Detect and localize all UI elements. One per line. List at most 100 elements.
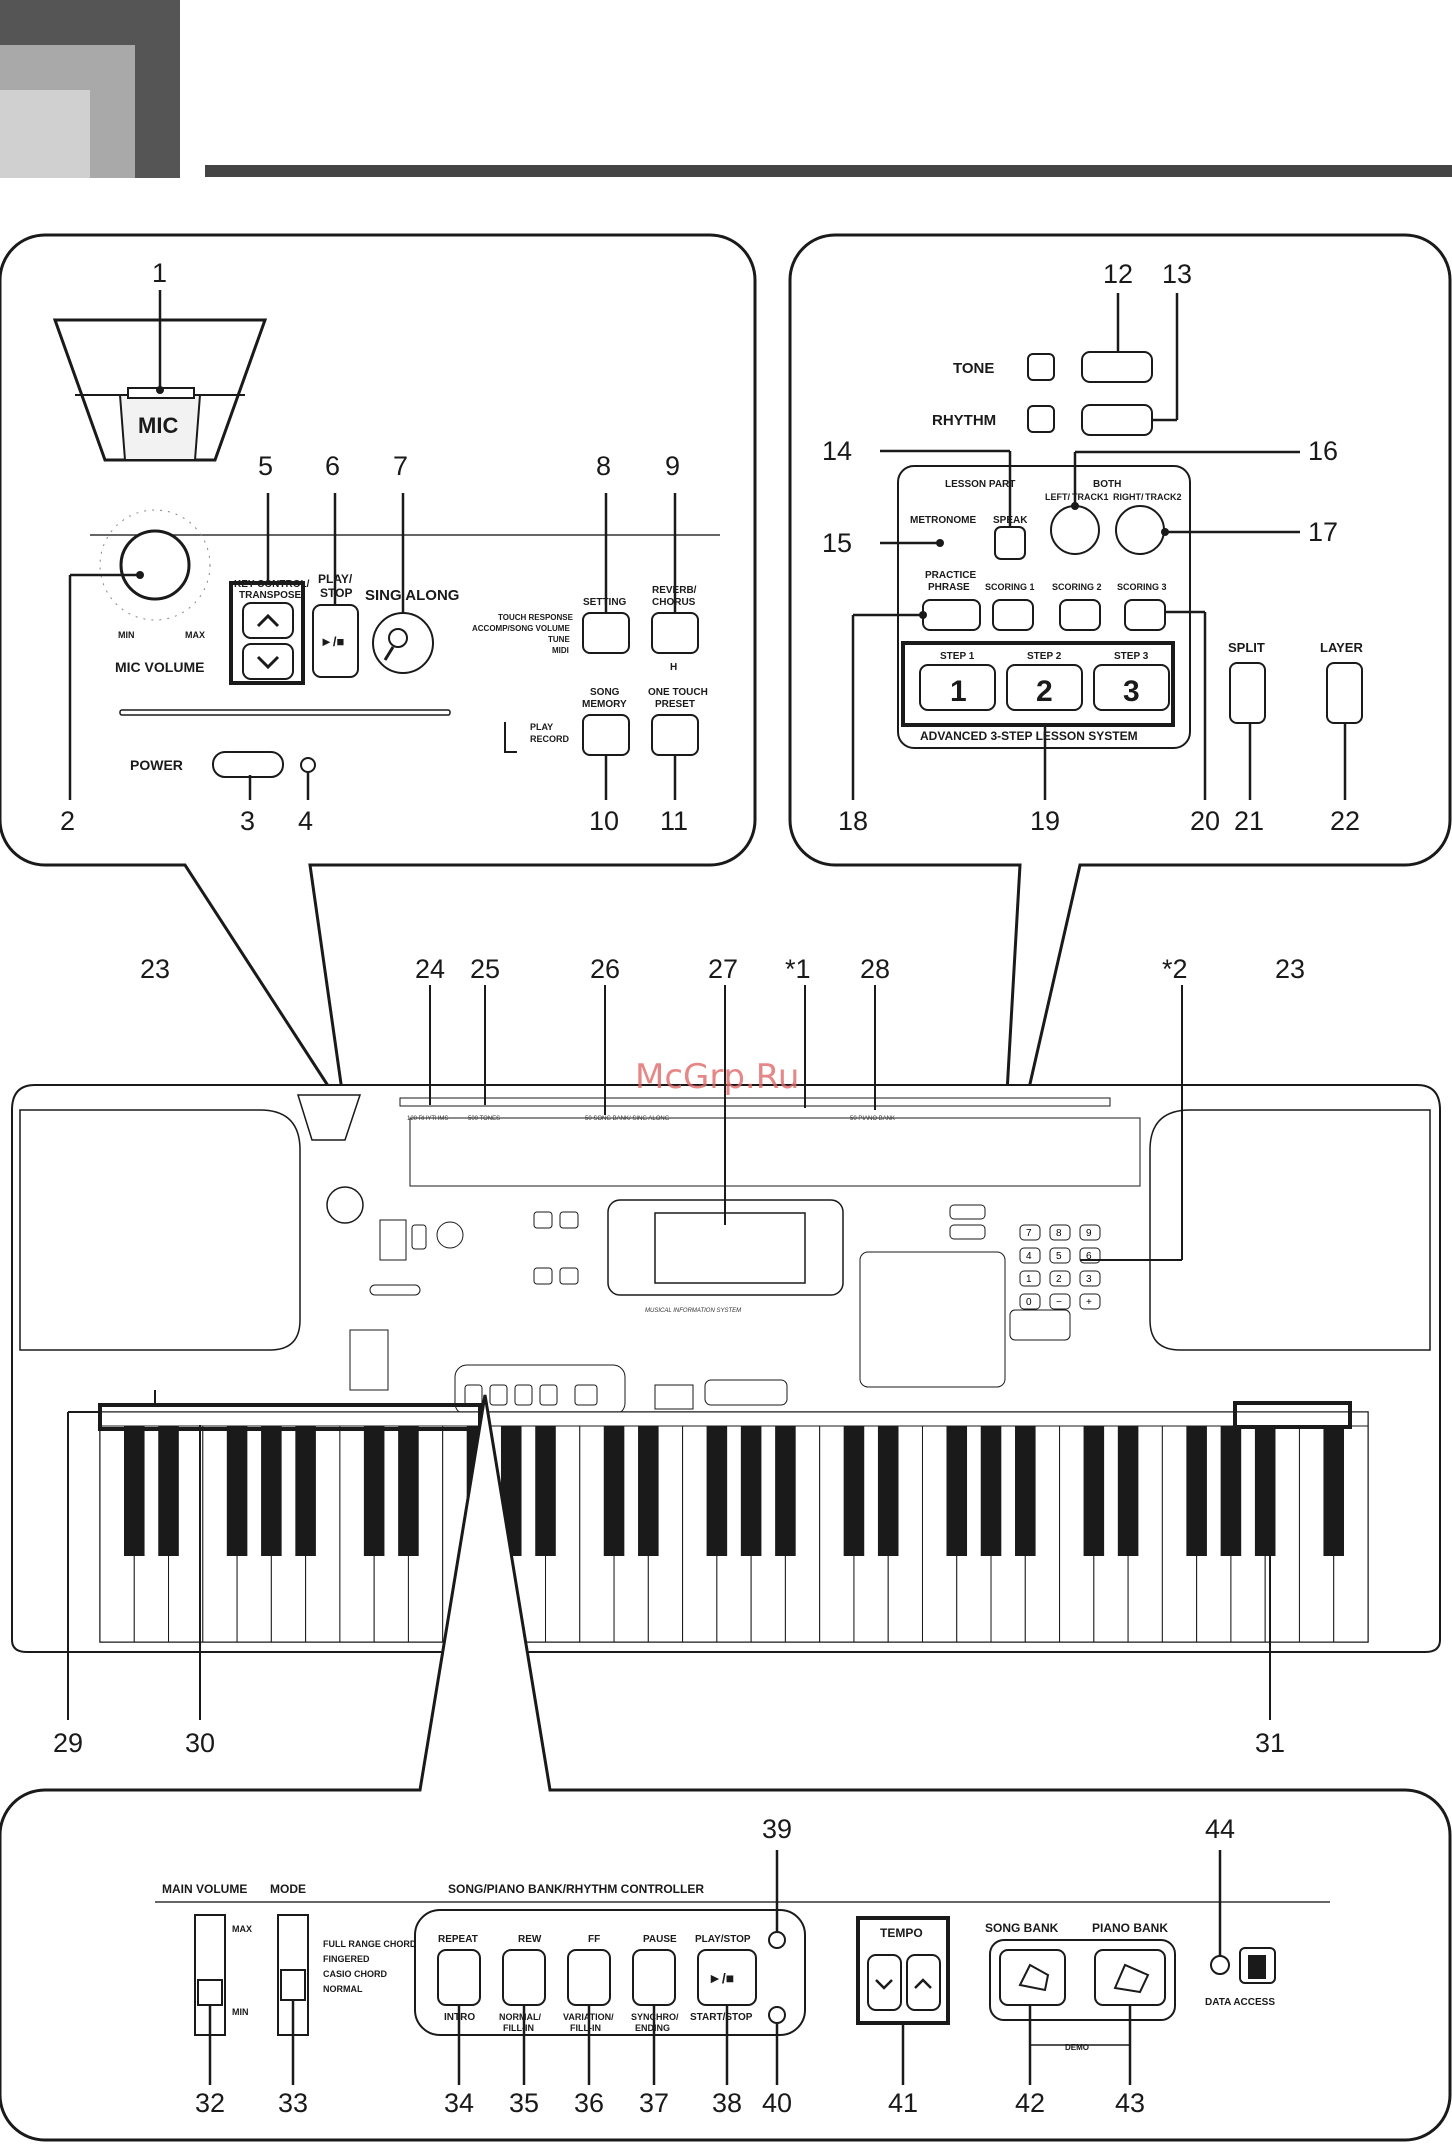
numpad-key — [1049, 1224, 1071, 1241]
tempo-label: TEMPO — [880, 1926, 923, 1940]
top-right-labels: TONE RHYTHM LESSON PART BOTH LEFT/ TRACK… — [910, 360, 1363, 743]
black-key — [226, 1426, 248, 1556]
numpad-key — [1079, 1224, 1101, 1241]
numpad-key-label: 5 — [1056, 1251, 1062, 1262]
callout-20: 20 — [1190, 806, 1220, 836]
callout-6: 6 — [325, 451, 340, 481]
synchro-label-1: SYNCHRO/ — [631, 2012, 679, 2022]
main-volume-label: MAIN VOLUME — [162, 1882, 247, 1896]
normal-fill-label-2: FILL-IN — [503, 2023, 534, 2033]
play-stop-label-1: PLAY/ — [318, 572, 353, 586]
callout-26: 26 — [590, 954, 620, 984]
black-key — [1323, 1426, 1345, 1556]
numpad-key — [1019, 1224, 1041, 1241]
numpad-key — [1049, 1293, 1071, 1310]
black-key — [1220, 1426, 1242, 1556]
numpad-key — [1079, 1293, 1101, 1310]
callout-24: 24 — [415, 954, 445, 984]
numpad-key — [1019, 1270, 1041, 1287]
callout-34: 34 — [444, 2088, 474, 2118]
white-keys — [99, 1425, 1369, 1643]
callout-43: 43 — [1115, 2088, 1145, 2118]
black-key — [363, 1426, 385, 1556]
black-key — [1083, 1426, 1105, 1556]
synchro-label-2: ENDING — [635, 2023, 670, 2033]
black-key — [1015, 1426, 1036, 1556]
callout-4: 4 — [298, 806, 313, 836]
piano-bank-label: 50 PIANO BANK — [850, 1116, 895, 1122]
numpad-key — [1079, 1270, 1101, 1287]
scoring1-label: SCORING 1 — [985, 582, 1035, 592]
mode-option-4: NORMAL — [323, 1984, 363, 1994]
callout-3: 3 — [240, 806, 255, 836]
callout-19: 19 — [1030, 806, 1060, 836]
black-key — [603, 1426, 625, 1556]
callout-8: 8 — [596, 451, 611, 481]
callout-5: 5 — [258, 451, 273, 481]
play-stop-bottom-icon: ►/■ — [708, 1970, 734, 1986]
play-stop-bottom-label: PLAY/STOP — [695, 1934, 751, 1945]
callout-30: 30 — [185, 1728, 215, 1758]
mic-max-label: MAX — [185, 630, 205, 640]
both-label: BOTH — [1093, 479, 1121, 490]
setting-label: SETTING — [583, 597, 627, 608]
key-control-label-1: KEY CONTROL/ — [234, 579, 310, 590]
callout-13: 13 — [1162, 259, 1192, 289]
callout-35: 35 — [509, 2088, 539, 2118]
callout-29: 29 — [53, 1728, 83, 1758]
mic-min-label: MIN — [118, 630, 135, 640]
callout-32: 32 — [195, 2088, 225, 2118]
mic-label: MIC — [138, 413, 178, 438]
one-touch-label-1: ONE TOUCH — [648, 687, 708, 698]
step2-label: STEP 2 — [1027, 651, 1062, 662]
callout-10: 10 — [589, 806, 619, 836]
numpad-key-label: + — [1086, 1297, 1092, 1308]
bottom-labels: MAIN VOLUME MODE MAX MIN FULL RANGE CHOR… — [162, 1882, 1275, 2052]
numpad-key-label: 4 — [1026, 1251, 1032, 1262]
scoring2-label: SCORING 2 — [1052, 582, 1102, 592]
practice-label-2: PHRASE — [928, 582, 970, 593]
normal-fill-label-1: NORMAL/ — [499, 2012, 541, 2022]
mis-label: MUSICAL INFORMATION SYSTEM — [645, 1308, 741, 1314]
key-control-label-2: TRANSPOSE — [239, 590, 302, 601]
numpad-key — [1019, 1293, 1041, 1310]
split-label: SPLIT — [1228, 640, 1265, 655]
callout-23-left: 23 — [140, 954, 170, 984]
setting-option-4: MIDI — [552, 646, 569, 655]
callout-15: 15 — [822, 528, 852, 558]
left-label: LEFT/ — [1045, 492, 1070, 502]
song-bank-label: 50 SONG BANK/ SING ALONG — [585, 1116, 670, 1122]
callout-top-left — [0, 233, 757, 1113]
numpad-key-label: 1 — [1026, 1274, 1032, 1285]
mode-option-1: FULL RANGE CHORD — [323, 1939, 417, 1949]
callout-39: 39 — [762, 1814, 792, 1844]
callout-star-1: *1 — [785, 954, 811, 984]
practice-label-1: PRACTICE — [925, 570, 976, 581]
numpad-key-label: − — [1056, 1297, 1062, 1308]
mode-option-2: FINGERED — [323, 1954, 370, 1964]
callout-31: 31 — [1255, 1728, 1285, 1758]
callout-40: 40 — [762, 2088, 792, 2118]
callout-41: 41 — [888, 2088, 918, 2118]
keyboard-labels: 120 RHYTHMS 500 TONES 50 SONG BANK/ SING… — [407, 1116, 895, 1314]
callout-18: 18 — [838, 806, 868, 836]
numpad-key-label: 7 — [1026, 1228, 1032, 1239]
black-key — [980, 1426, 1002, 1556]
black-key — [706, 1426, 728, 1556]
black-key — [398, 1426, 419, 1556]
h-mark: H — [670, 662, 677, 673]
callout-numbers: 1 2 3 4 5 6 7 8 9 10 11 12 13 14 15 16 1… — [53, 258, 1360, 2118]
black-keys — [123, 1426, 1345, 1556]
black-key — [638, 1426, 659, 1556]
song-memory-label-1: SONG — [590, 687, 620, 698]
numpad-key-label: 8 — [1056, 1228, 1062, 1239]
setting-option-2: ACCOMP/SONG VOLUME — [472, 624, 570, 633]
play-stop-label-2: STOP — [320, 586, 352, 600]
rhythms-label: 120 RHYTHMS — [407, 1116, 448, 1122]
black-key — [740, 1426, 762, 1556]
callout-38: 38 — [712, 2088, 742, 2118]
numpad-key — [1019, 1247, 1041, 1264]
song-bank-bottom-label: SONG BANK — [985, 1921, 1059, 1935]
tones-label: 500 TONES — [468, 1116, 500, 1122]
